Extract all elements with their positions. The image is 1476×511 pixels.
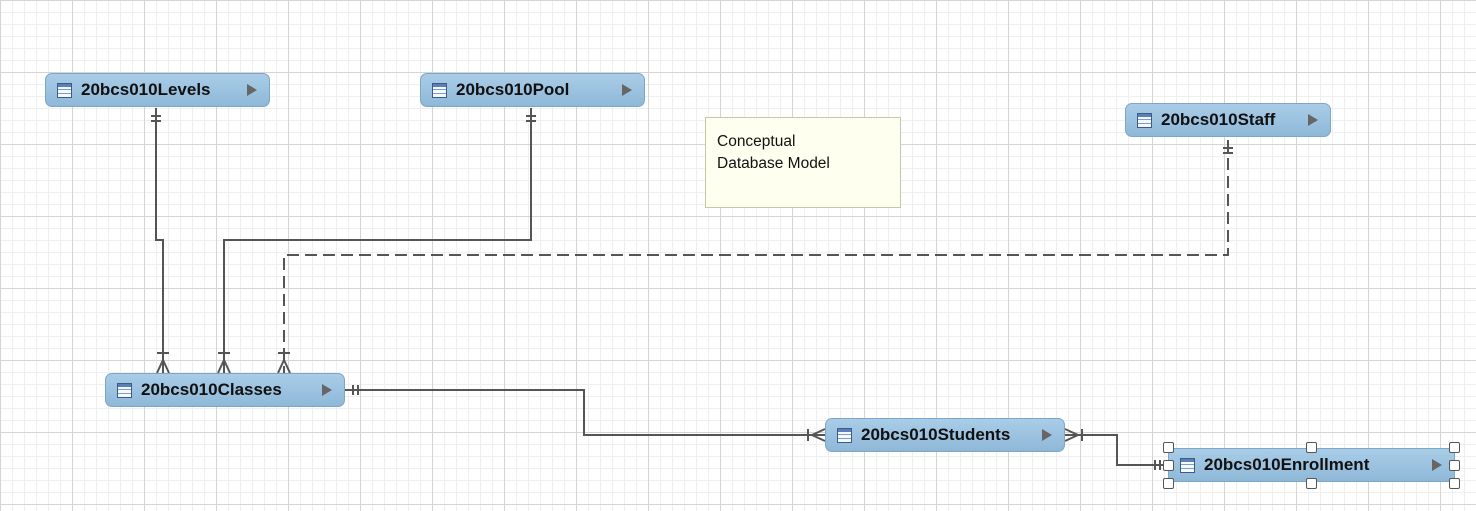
- expand-arrow-icon[interactable]: [622, 84, 632, 96]
- relationship-staff-classes[interactable]: [283, 140, 1229, 373]
- diagram-note[interactable]: Conceptual Database Model: [705, 117, 901, 208]
- entity-levels[interactable]: 20bcs010Levels: [45, 73, 270, 107]
- resize-handle-top-right[interactable]: [1449, 442, 1460, 453]
- resize-handle-top[interactable]: [1306, 442, 1317, 453]
- expand-arrow-icon[interactable]: [1308, 114, 1318, 126]
- entity-name: 20bcs010Classes: [141, 380, 282, 399]
- table-icon: [1137, 112, 1152, 128]
- expand-arrow-icon[interactable]: [247, 84, 257, 96]
- table-icon: [57, 82, 72, 98]
- entity-students[interactable]: 20bcs010Students: [825, 418, 1065, 452]
- entity-name: 20bcs010Students: [861, 425, 1011, 444]
- note-line-2: Database Model: [717, 155, 830, 172]
- entity-name: 20bcs010Staff: [1161, 110, 1276, 129]
- relationship-pool-classes[interactable]: [223, 108, 532, 373]
- entity-name: 20bcs010Pool: [456, 80, 570, 99]
- table-icon: [837, 427, 852, 443]
- entity-pool[interactable]: 20bcs010Pool: [420, 73, 645, 107]
- entity-name: 20bcs010Levels: [81, 80, 211, 99]
- resize-handle-bottom-left[interactable]: [1163, 478, 1174, 489]
- expand-arrow-icon[interactable]: [1042, 429, 1052, 441]
- relationship-levels-classes[interactable]: [155, 108, 164, 373]
- entity-classes[interactable]: 20bcs010Classes: [105, 373, 345, 407]
- entity-enrollment[interactable]: 20bcs010Enrollment: [1168, 448, 1455, 482]
- expand-arrow-icon[interactable]: [1432, 459, 1442, 471]
- table-icon: [432, 82, 447, 98]
- entity-name: 20bcs010Enrollment: [1204, 455, 1370, 474]
- table-icon: [1180, 457, 1195, 473]
- table-icon: [117, 382, 132, 398]
- resize-handle-bottom-right[interactable]: [1449, 478, 1460, 489]
- note-line-1: Conceptual: [717, 133, 796, 150]
- relationship-students-enrollment[interactable]: [1065, 434, 1170, 466]
- entity-staff[interactable]: 20bcs010Staff: [1125, 103, 1331, 137]
- resize-handle-top-left[interactable]: [1163, 442, 1174, 453]
- resize-handle-left[interactable]: [1163, 460, 1174, 471]
- resize-handle-bottom[interactable]: [1306, 478, 1317, 489]
- expand-arrow-icon[interactable]: [322, 384, 332, 396]
- resize-handle-right[interactable]: [1449, 460, 1460, 471]
- relationship-classes-students[interactable]: [345, 389, 825, 436]
